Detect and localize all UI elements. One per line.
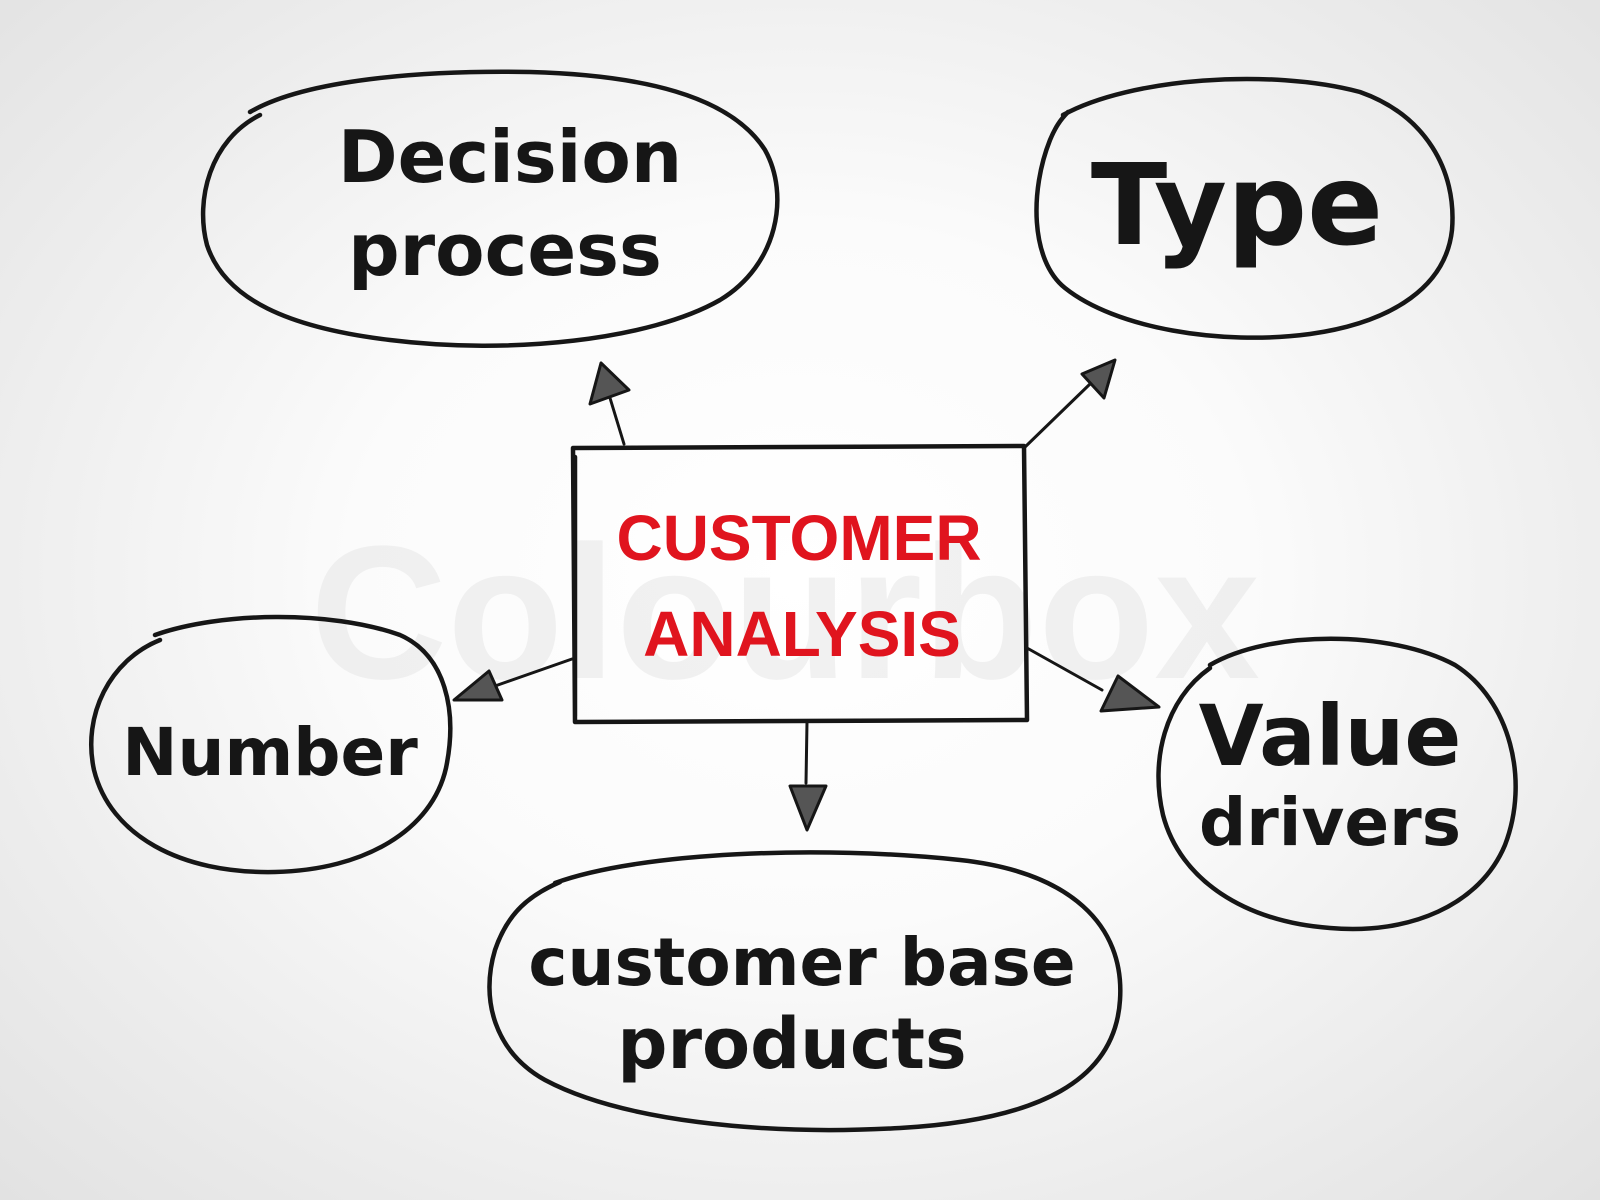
- type-bubble: [1034, 76, 1455, 340]
- number-bubble: [89, 614, 453, 875]
- connector-to-customer-base-products: [804, 720, 809, 785]
- type-label: Type: [1091, 141, 1383, 271]
- decision-process-bubble: [200, 69, 780, 348]
- value-drivers-line-2: drivers: [1199, 784, 1461, 861]
- branch-decision-process: Decision process: [200, 69, 780, 348]
- number-label: Number: [122, 714, 418, 791]
- connector-to-type: [1022, 382, 1092, 450]
- central-topic-line-2: ANALYSIS: [643, 598, 961, 670]
- branch-customer-base-products: customer base products: [487, 850, 1123, 1133]
- decision-process-line-2: process: [348, 208, 662, 292]
- branch-value-drivers: Value drivers: [1156, 636, 1518, 932]
- branch-number: Number: [89, 614, 453, 875]
- connector-to-number: [493, 657, 574, 688]
- connector-to-value-drivers: [1025, 646, 1104, 692]
- arrowhead-number: [452, 669, 504, 702]
- customer-base-products-line-2: products: [617, 1003, 966, 1085]
- central-topic-box: CUSTOMER ANALYSIS: [570, 443, 1030, 725]
- watermark-text: Colourbox: [310, 507, 1260, 719]
- decision-process-line-1: Decision: [338, 115, 682, 199]
- value-drivers-line-1: Value: [1199, 687, 1462, 785]
- customer-base-products-line-1: customer base: [528, 924, 1075, 1001]
- arrowhead-type: [1080, 358, 1117, 400]
- branch-type: Type: [1034, 76, 1455, 340]
- central-topic-line-1: CUSTOMER: [616, 502, 981, 574]
- connector-to-decision-process: [608, 396, 626, 446]
- connectors: [452, 358, 1161, 832]
- arrowhead-decision-process: [588, 361, 631, 406]
- customer-base-products-bubble: [487, 850, 1123, 1133]
- central-box-outline: [570, 443, 1030, 725]
- arrowhead-customer-base-products: [788, 784, 828, 832]
- value-drivers-bubble: [1156, 636, 1518, 932]
- arrowhead-value-drivers: [1099, 674, 1161, 713]
